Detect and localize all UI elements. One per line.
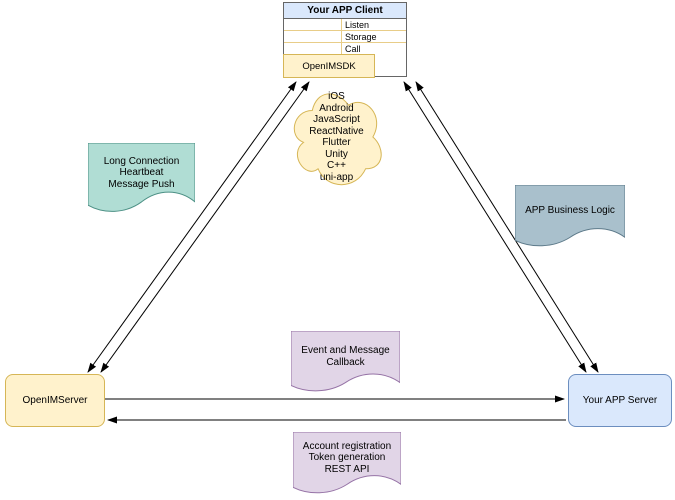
note-app-business-logic-label: APP Business Logic <box>525 205 615 217</box>
note-long-connection-label: Long Connection Heartbeat Message Push <box>103 155 180 190</box>
cloud-shape <box>288 84 385 190</box>
openimsdk-box: OpenIMSDK <box>283 54 375 78</box>
note-account-registration: Account registration Token generation RE… <box>293 432 401 496</box>
arrow-client-appserver-2 <box>415 81 599 373</box>
arrow-openimserver-sdk-2 <box>100 81 310 373</box>
openimserver-label: OpenIMServer <box>22 395 88 406</box>
note-shape <box>515 185 625 249</box>
note-shape <box>293 432 401 496</box>
client-label-listen: Listen <box>345 20 370 30</box>
arrow-openimserver-sdk-1 <box>87 81 297 373</box>
cloud-platforms-label: iOS Android JavaScript ReactNative Flutt… <box>309 91 364 183</box>
note-event-callback-label: Event and Message Callback <box>301 345 390 368</box>
openimserver-node: OpenIMServer <box>5 374 105 427</box>
client-label-call: Call <box>345 44 361 54</box>
note-long-connection: Long Connection Heartbeat Message Push <box>88 143 195 215</box>
client-row-line-2 <box>284 42 406 43</box>
note-shape <box>88 143 195 215</box>
note-app-business-logic: APP Business Logic <box>515 185 625 249</box>
client-divider-v <box>341 19 342 56</box>
client-row-line-1 <box>284 30 406 31</box>
platform-cloud: iOS Android JavaScript ReactNative Flutt… <box>288 84 385 190</box>
client-title: Your APP Client <box>284 3 406 19</box>
note-event-callback: Event and Message Callback <box>291 331 400 394</box>
client-label-storage: Storage <box>345 32 377 42</box>
note-shape <box>291 331 400 394</box>
client-box: Your APP Client Listen Storage Call Open… <box>283 2 407 78</box>
your-app-server-label: Your APP Server <box>582 395 658 406</box>
your-app-server-node: Your APP Server <box>568 374 672 427</box>
openimsdk-label: OpenIMSDK <box>302 60 356 72</box>
note-account-registration-label: Account registration Token generation RE… <box>302 440 392 475</box>
